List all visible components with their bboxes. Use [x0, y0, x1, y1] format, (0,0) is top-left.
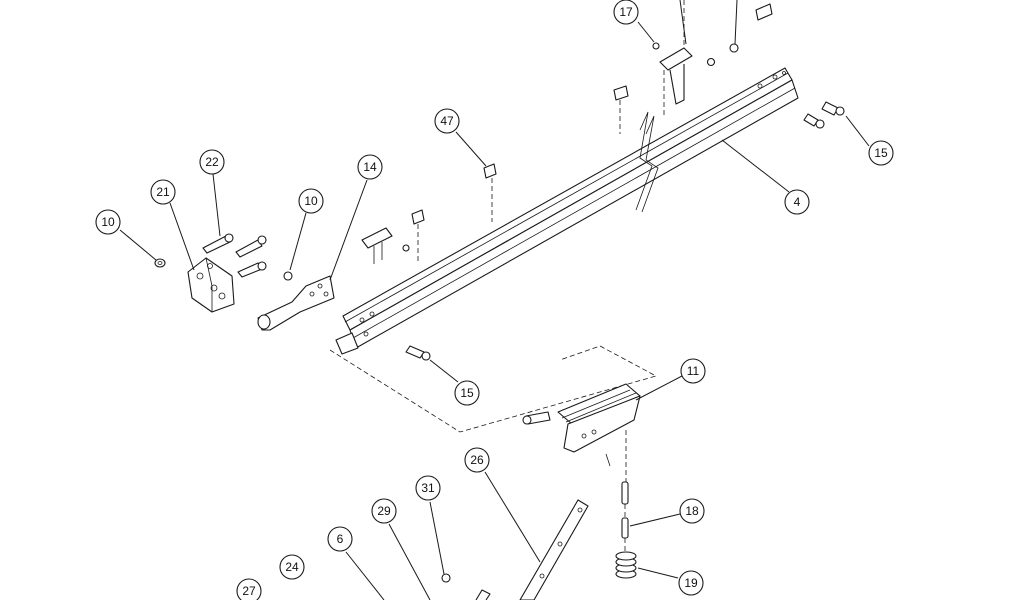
svg-text:19: 19	[684, 576, 698, 590]
svg-text:47: 47	[440, 114, 454, 128]
svg-text:15: 15	[874, 146, 888, 160]
callout-10-right: 10	[298, 188, 324, 214]
right-screws	[803, 101, 845, 129]
callout-26: 26	[464, 447, 490, 473]
callout-10-left: 10	[95, 209, 121, 235]
svg-text:22: 22	[205, 155, 219, 169]
leader-lines	[119, 0, 870, 600]
callout-18: 18	[679, 498, 705, 524]
callout-31: 31	[415, 475, 441, 501]
svg-text:26: 26	[470, 453, 484, 467]
svg-text:4: 4	[794, 195, 801, 209]
trolley-assembly	[522, 383, 641, 482]
bracket-assembly	[154, 233, 267, 313]
svg-text:17: 17	[619, 5, 633, 19]
svg-text:6: 6	[337, 532, 344, 546]
callout-15-right: 15	[868, 140, 894, 166]
callout-19: 19	[678, 570, 704, 596]
svg-text:29: 29	[377, 504, 391, 518]
svg-text:18: 18	[685, 504, 699, 518]
callout-11: 11	[680, 358, 706, 384]
callout-6: 6	[327, 526, 353, 552]
arm-assembly	[441, 499, 589, 600]
callout-29: 29	[371, 498, 397, 524]
callout-17: 17	[613, 0, 639, 25]
assembly-outline	[329, 345, 658, 433]
svg-text:21: 21	[156, 185, 170, 199]
callout-24: 24	[279, 554, 305, 580]
plate-assembly	[257, 271, 335, 331]
svg-text:11: 11	[687, 364, 700, 378]
top-hanger	[652, 0, 739, 118]
callout-21: 21	[150, 179, 176, 205]
callout-27: 27	[236, 578, 262, 600]
hanger-parts	[361, 3, 773, 264]
svg-text:10: 10	[101, 215, 115, 229]
rail-assembly	[335, 67, 799, 355]
svg-text:31: 31	[421, 481, 435, 495]
spring-parts	[615, 481, 637, 579]
svg-text:24: 24	[285, 560, 299, 574]
lower-screw	[405, 345, 431, 361]
callout-15-lower: 15	[454, 380, 480, 406]
svg-text:27: 27	[242, 584, 256, 598]
svg-text:14: 14	[363, 160, 377, 174]
callout-22: 22	[199, 149, 225, 175]
svg-text:10: 10	[304, 194, 318, 208]
svg-text:15: 15	[460, 386, 474, 400]
callout-4: 4	[784, 189, 810, 215]
callout-47: 47	[434, 108, 460, 134]
callout-14: 14	[357, 154, 383, 180]
